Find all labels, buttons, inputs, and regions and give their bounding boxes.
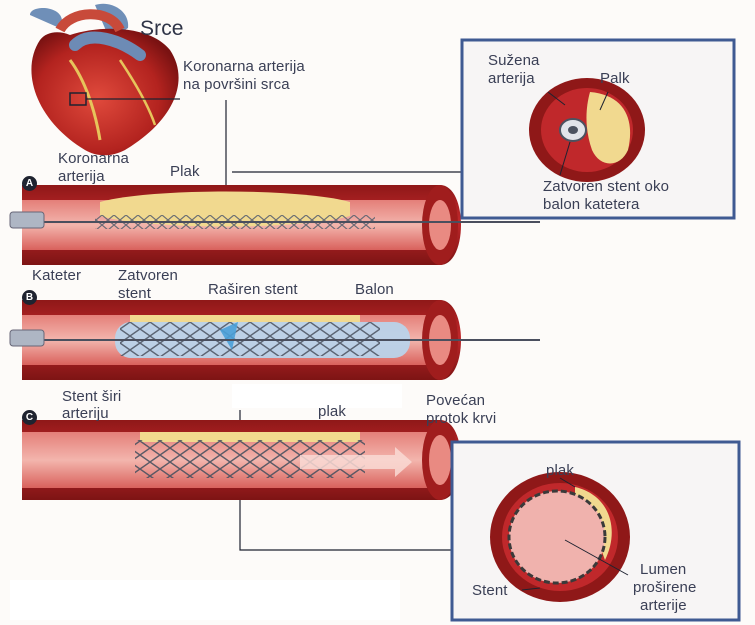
lumen-label-1: Lumen	[640, 561, 686, 578]
artery-b	[10, 300, 540, 380]
artery-c	[22, 420, 461, 500]
marker-a: A	[22, 176, 37, 191]
heart-artery-label-1: Koronarna arterija	[183, 58, 305, 75]
lumen-label-2: proširene	[633, 579, 696, 596]
narrowed-artery-label-1: Sužena	[488, 52, 539, 69]
inset-plaque-label: Palk	[600, 70, 630, 87]
inset-stent-label-1: Zatvoren stent oko	[543, 178, 669, 195]
inset-stent-label-2: balon katetera	[543, 196, 639, 213]
flow-label-1: Povećan	[426, 392, 485, 409]
bottom-inset-plaque-label: plak	[546, 462, 574, 479]
bottom-inset-stent-label: Stent	[472, 582, 508, 599]
closed-stent-label-2: stent	[118, 285, 151, 302]
stent-widens-label-2: arteriju	[62, 405, 109, 422]
stent-widens-label-1: Stent širi	[62, 388, 121, 405]
flow-label-2: protok krvi	[426, 410, 496, 427]
lumen-label-3: arterije	[640, 597, 687, 614]
balloon-label: Balon	[355, 281, 394, 298]
coronary-artery-label-1: Koronarna	[58, 150, 129, 167]
title-heart: Srce	[140, 20, 184, 37]
expanded-stent-label: Raširen stent	[208, 281, 298, 298]
marker-c: C	[22, 410, 37, 425]
plaque-label-a: Plak	[170, 163, 200, 180]
coronary-artery-label-2: arterija	[58, 168, 105, 185]
marker-b: B	[22, 290, 37, 305]
heart-artery-label-2: na površini srca	[183, 76, 290, 93]
closed-stent-label-1: Zatvoren	[118, 267, 178, 284]
catheter-label: Kateter	[32, 267, 81, 284]
narrowed-artery-label-2: arterija	[488, 70, 535, 87]
plaque-label-c: plak	[318, 403, 346, 420]
